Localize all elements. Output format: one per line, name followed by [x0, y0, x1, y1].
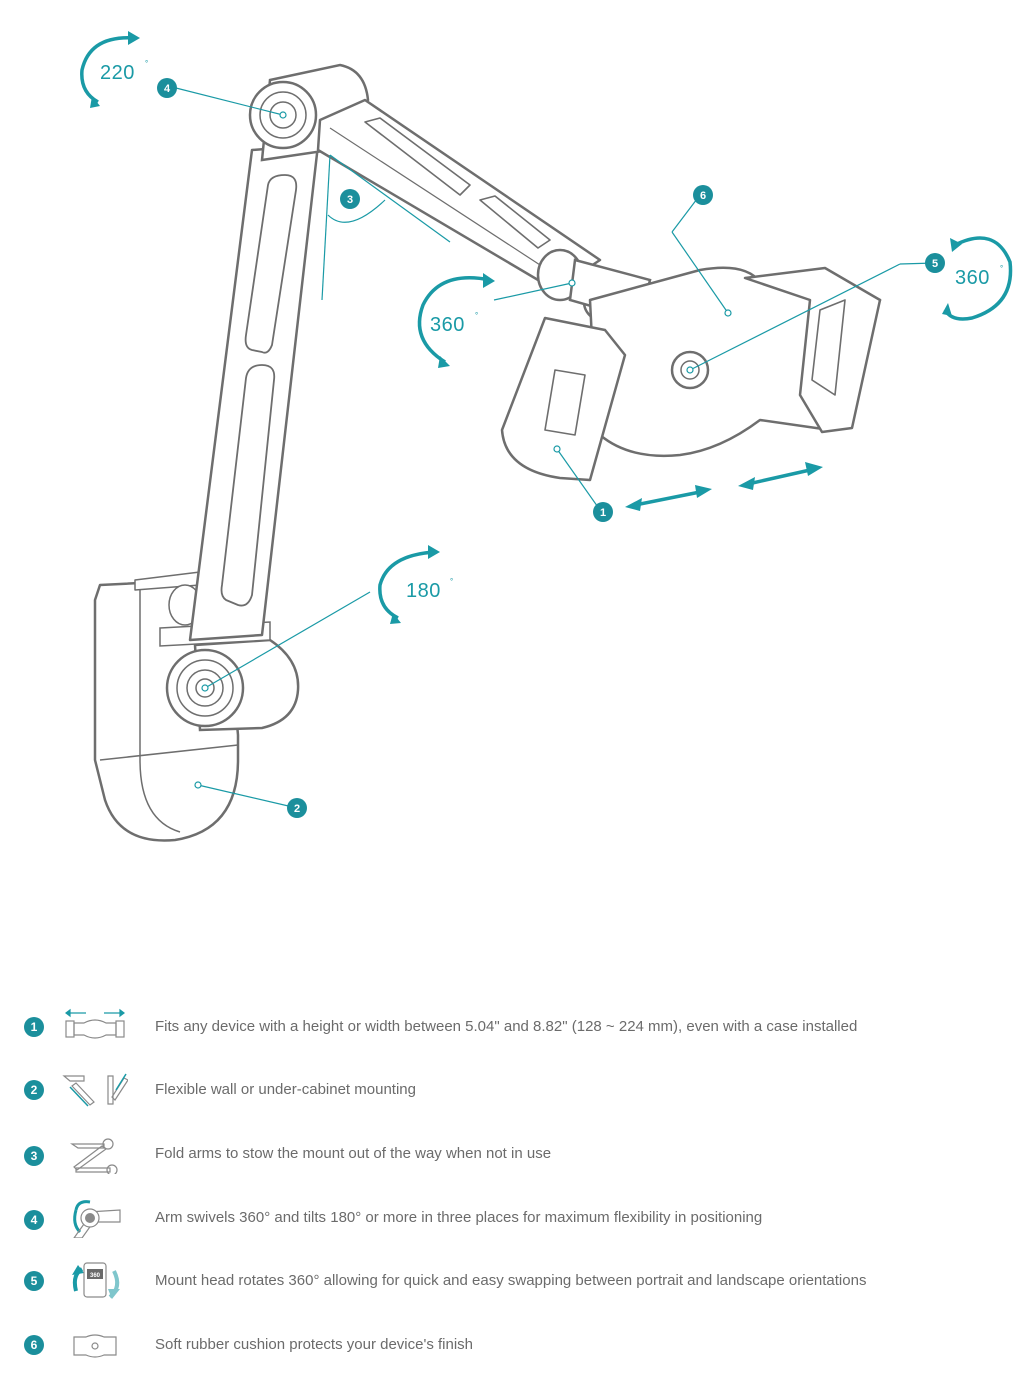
degree-mark: ° [450, 577, 453, 586]
feature-number-badge: 1 [24, 1017, 44, 1037]
feature-row-4: 4 Arm swivels 360° and tilts 180° or mor… [0, 1198, 1034, 1238]
feature-number-badge: 2 [24, 1080, 44, 1100]
callout-badge-5: 5 [925, 253, 945, 273]
folding-arm-icon [70, 1138, 118, 1174]
feature-text: Flexible wall or under-cabinet mounting [155, 1081, 416, 1098]
feature-row-2: 2 Flexible wall or under-cabinet mountin… [0, 1070, 1034, 1110]
rotate-360-tablet-icon: 360 [72, 1262, 120, 1299]
swivel-joint-icon [73, 1200, 121, 1238]
rotate-icon-label: 360 [90, 1273, 101, 1279]
svg-text:1: 1 [600, 507, 606, 519]
svg-text:2: 2 [294, 803, 300, 815]
feature-row-3: 3 Fold arms to stow the mount out of the… [0, 1134, 1034, 1174]
callout-badges: 4 3 6 5 1 2 [157, 78, 945, 818]
feature-text: Arm swivels 360° and tilts 180° or more … [155, 1209, 763, 1226]
leader-lines [175, 87, 936, 809]
feature-row-1: 1 Fits any device with a height or width… [0, 1007, 1034, 1047]
degree-mark: ° [145, 59, 148, 68]
feature-number-badge: 3 [24, 1146, 44, 1166]
wall-cabinet-mount-icon [62, 1073, 128, 1107]
mount-diagram: 220 ° 360 ° 360 ° 180 ° 4 3 6 5 1 2 [80, 31, 1013, 842]
svg-text:5: 5 [932, 258, 938, 270]
leader-dots [194, 111, 732, 789]
callout-badge-2: 2 [287, 798, 307, 818]
angle-labels: 220 ° 360 ° 360 ° 180 ° [100, 59, 1003, 602]
feature-number-badge: 4 [24, 1210, 44, 1230]
degree-mark: ° [1000, 264, 1003, 273]
expanding-clamp-icon [65, 1008, 125, 1039]
feature-number-badge: 5 [24, 1271, 44, 1291]
feature-row-5: 5 360 Mount head rotates 360° allowing f… [0, 1261, 1034, 1301]
svg-text:3: 3 [347, 194, 353, 206]
rubber-cushion-icon [73, 1334, 117, 1358]
angle-label-360-head: 360 [955, 267, 990, 289]
slide-arrows [625, 462, 823, 511]
angle-label-180: 180 [406, 580, 441, 602]
callout-badge-6: 6 [693, 185, 713, 205]
feature-row-6: 6 Soft rubber cushion protects your devi… [0, 1325, 1034, 1365]
rotation-arcs [80, 36, 1013, 620]
feature-text: Fold arms to stow the mount out of the w… [155, 1145, 552, 1162]
angle-label-220: 220 [100, 62, 135, 84]
rotation-arrowheads [90, 31, 962, 624]
feature-text: Mount head rotates 360° allowing for qui… [155, 1272, 867, 1289]
tablet-holder [500, 266, 882, 482]
angle-label-360-joint: 360 [430, 314, 465, 336]
degree-mark: ° [475, 311, 478, 320]
svg-text:4: 4 [164, 83, 171, 95]
lower-arm [188, 143, 320, 642]
svg-text:6: 6 [700, 190, 706, 202]
feature-text: Fits any device with a height or width b… [155, 1018, 858, 1035]
elbow-joint [248, 63, 370, 162]
upper-arm [316, 98, 602, 292]
feature-number-badge: 6 [24, 1335, 44, 1355]
callout-badge-3: 3 [340, 189, 360, 209]
callout-badge-1: 1 [593, 502, 613, 522]
feature-text: Soft rubber cushion protects your device… [155, 1336, 474, 1353]
callout-badge-4: 4 [157, 78, 177, 98]
